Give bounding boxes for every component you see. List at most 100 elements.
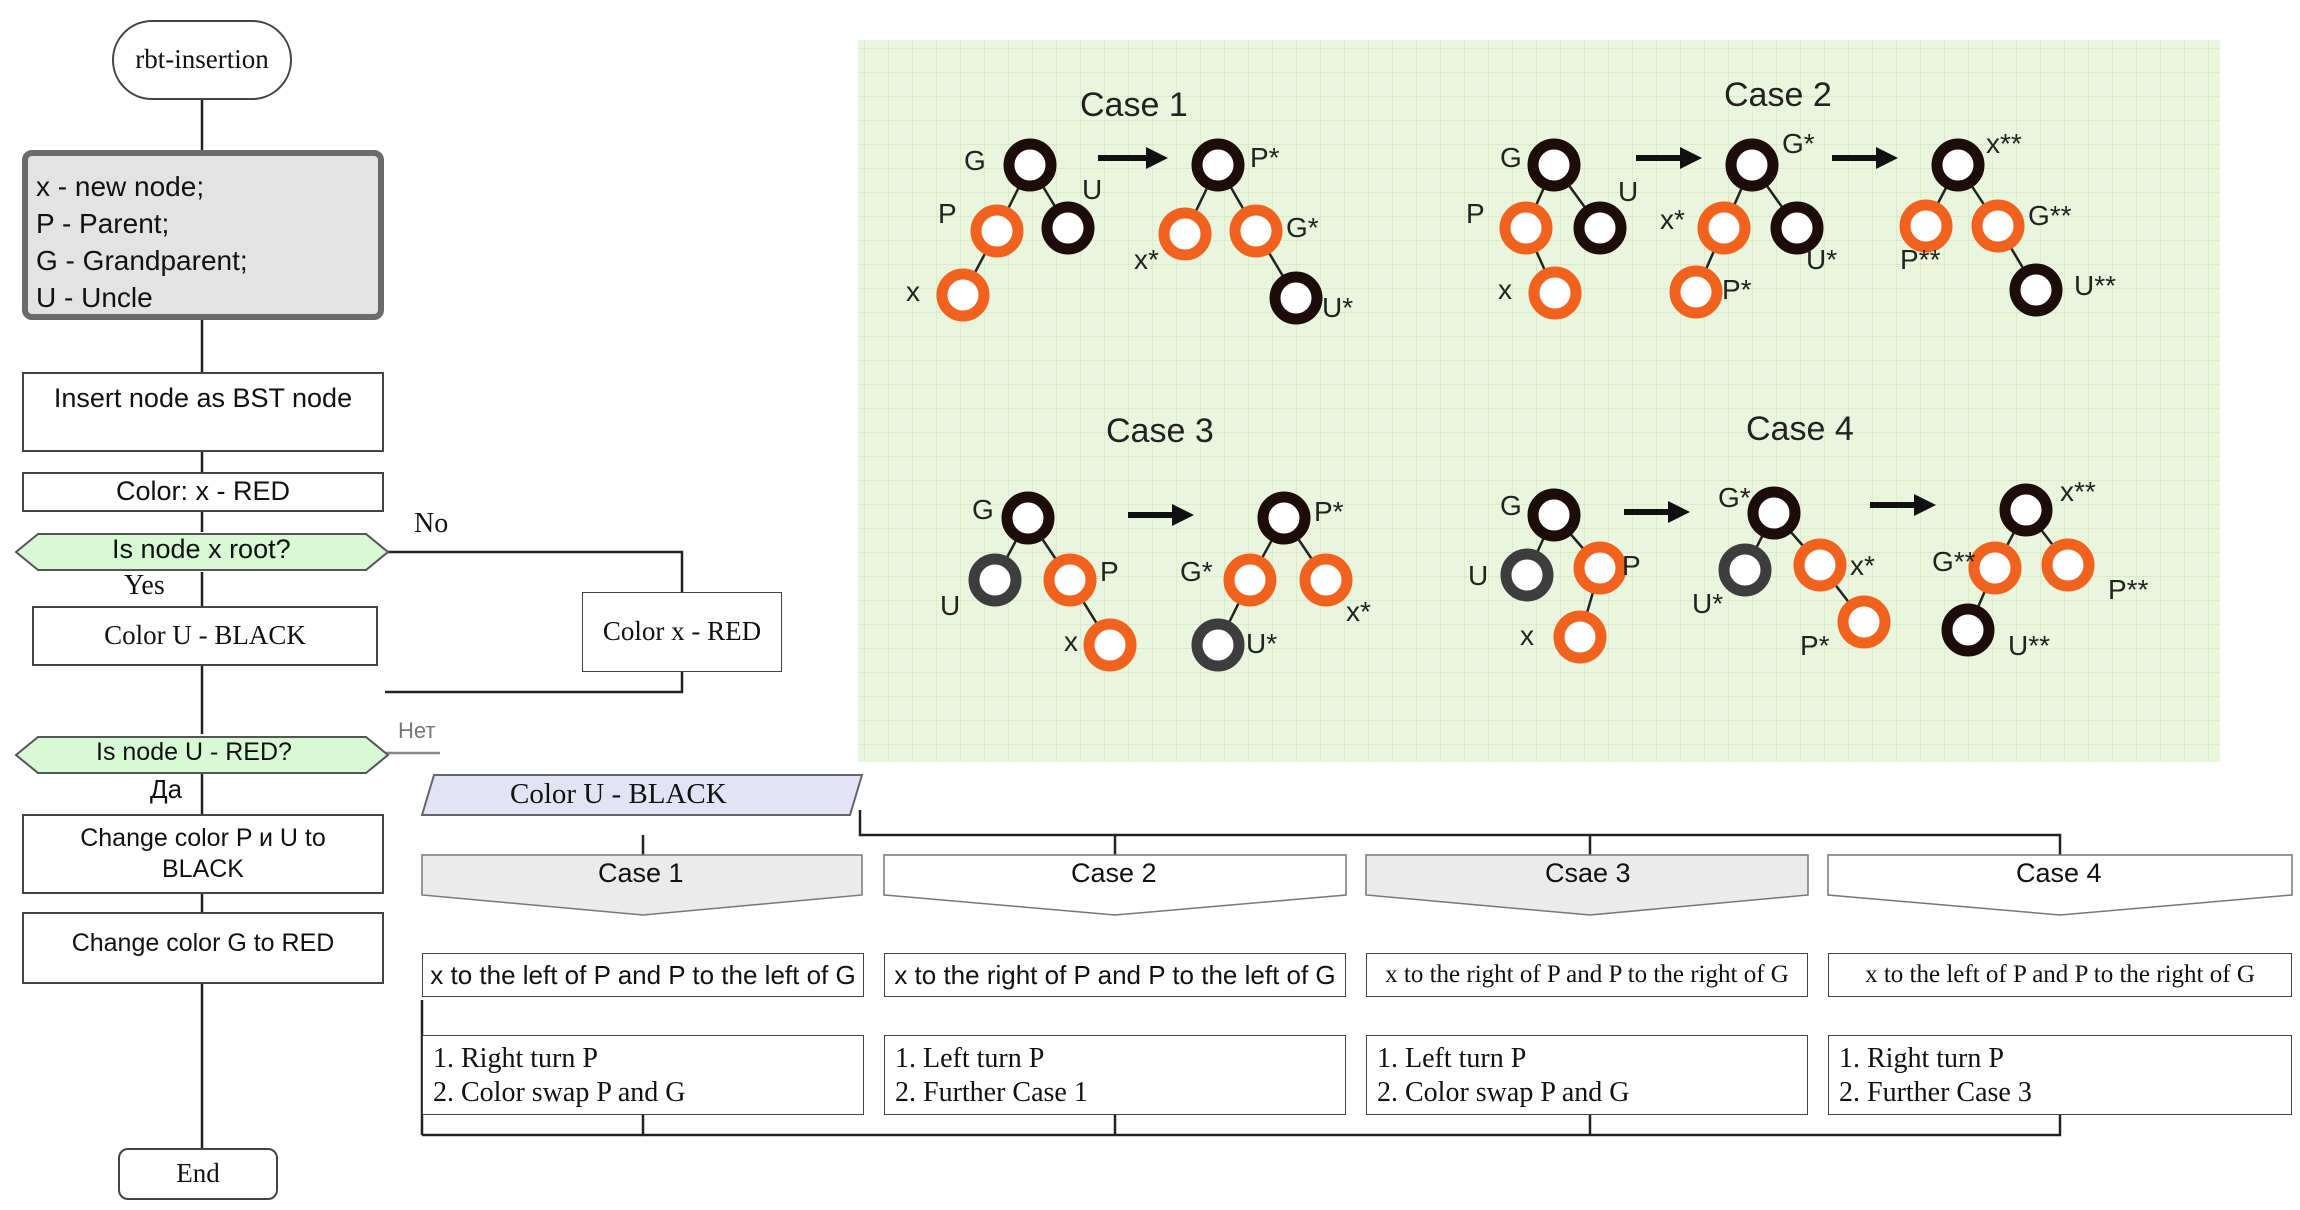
node-label: G* <box>1718 482 1751 513</box>
black-node <box>1931 138 1985 192</box>
color-x-red-box: Color: x - RED <box>22 472 384 512</box>
red-node <box>1899 199 1953 253</box>
case-2-condition: x to the right of P and P to the left of… <box>884 953 1346 997</box>
legend-line: P - Parent; <box>36 208 170 239</box>
black-node <box>1269 271 1323 325</box>
rbt-case-trees <box>936 138 2095 672</box>
node-label: G <box>1500 490 1522 521</box>
color-x-red-right-box: Color x - RED <box>582 592 782 672</box>
case-1-step: 2. Color swap P and G <box>433 1077 686 1108</box>
case-3-step: 1. Left turn P <box>1377 1043 1527 1074</box>
black-node <box>1718 543 1772 597</box>
decision-is-root-label: Is node x root? <box>112 534 291 564</box>
legend-box: x - new node; P - Parent; G - Grandparen… <box>22 150 384 320</box>
arrow-head <box>1668 501 1690 523</box>
black-node <box>1500 548 1554 602</box>
black-node <box>1941 603 1995 657</box>
node-label: G* <box>1286 212 1319 243</box>
case-1-condition-label: x to the left of P and P to the left of … <box>430 959 856 990</box>
node-label: G** <box>1932 546 1976 577</box>
case-4-step: 2. Further Case 3 <box>1839 1077 2032 1108</box>
color-x-red-right-label: Color x - RED <box>602 616 762 647</box>
node-label: G* <box>1782 128 1815 159</box>
flow-connectors <box>200 100 2062 1148</box>
node-label: x <box>906 276 920 307</box>
color-u-black-branch-label: Color U - BLACK <box>510 778 727 810</box>
node-label: G <box>972 494 994 525</box>
black-node <box>1041 201 1095 255</box>
node-label: P* <box>1250 142 1280 173</box>
node-label: x* <box>1850 550 1875 581</box>
red-node <box>1793 538 1847 592</box>
red-node <box>1223 553 1277 607</box>
end-label: End <box>176 1158 220 1189</box>
black-node <box>1747 486 1801 540</box>
node-label: P <box>1622 550 1641 581</box>
node-label: P* <box>1722 274 1752 305</box>
node-label: x <box>1520 620 1534 651</box>
node-label: P* <box>1314 496 1344 527</box>
legend-line: U - Uncle <box>36 282 153 313</box>
insert-bst-label: Insert node as BST node <box>53 383 353 413</box>
black-node <box>968 553 1022 607</box>
node-label: U <box>1082 174 1103 205</box>
node-label: G <box>964 145 986 176</box>
case-3-condition: x to the right of P and P to the right o… <box>1366 953 1808 997</box>
case-4-condition-label: x to the left of P and P to the right of… <box>1865 961 2255 989</box>
change-p-u-box: Change color P и U to BLACK <box>22 814 384 894</box>
change-p-u-label: Change color P и U to BLACK <box>80 823 326 883</box>
red-node <box>2041 538 2095 592</box>
case-2-step: 1. Left turn P <box>895 1043 1045 1074</box>
case-1-header: Case 1 <box>598 858 684 888</box>
no-label: No <box>414 508 449 539</box>
node-label: U** <box>2074 270 2117 301</box>
node-label: x** <box>2060 476 2096 507</box>
case-2-header: Case 2 <box>1071 858 1157 888</box>
arrow-head <box>1680 147 1702 169</box>
black-node <box>1001 491 1055 545</box>
node-label: U* <box>1692 588 1724 619</box>
case-3-header: Csae 3 <box>1545 858 1631 888</box>
red-node <box>1528 266 1582 320</box>
node-label: U <box>1618 176 1639 207</box>
case-1-step: 1. Right turn P <box>433 1043 598 1074</box>
start-terminal: rbt-insertion <box>112 20 292 100</box>
black-node <box>1527 138 1581 192</box>
node-label: G* <box>1180 556 1213 587</box>
node-label: x* <box>1346 596 1371 627</box>
red-node <box>1669 265 1723 319</box>
case-3-step: 2. Color swap P and G <box>1377 1077 1630 1108</box>
arrow-head <box>1146 147 1168 169</box>
node-label: P <box>938 198 957 229</box>
red-node <box>1697 201 1751 255</box>
net-label: Нет <box>398 718 436 743</box>
diagram-case-2-title: Case 2 <box>1724 76 1832 114</box>
color-u-black-left-box: Color U - BLACK <box>32 606 378 666</box>
black-node <box>1573 201 1627 255</box>
node-label: U* <box>1246 628 1278 659</box>
decision-is-u-red-label: Is node U - RED? <box>96 738 292 766</box>
decision-is-u-red <box>14 736 390 774</box>
color-x-red-label: Color: x - RED <box>115 476 291 507</box>
node-label: x** <box>1986 128 2022 159</box>
node-label: P <box>1100 556 1119 587</box>
color-u-black-parallelogram <box>420 774 864 816</box>
case-2-step: 2. Further Case 1 <box>895 1077 1088 1108</box>
case-1-condition: x to the left of P and P to the left of … <box>422 953 864 997</box>
red-node <box>1229 204 1283 258</box>
end-terminal: End <box>118 1148 278 1200</box>
node-label: x <box>1064 626 1078 657</box>
node-label: U* <box>1322 292 1354 323</box>
change-g-box: Change color G to RED <box>22 912 384 984</box>
red-node <box>1299 553 1353 607</box>
node-label: x* <box>1134 244 1159 275</box>
diagram-case-3-title: Case 3 <box>1106 412 1214 450</box>
case-2-condition-label: x to the right of P and P to the left of… <box>894 959 1336 990</box>
black-node <box>1999 483 2053 537</box>
start-label: rbt-insertion <box>135 44 269 75</box>
red-node <box>970 204 1024 258</box>
case-3-condition-label: x to the right of P and P to the right o… <box>1385 961 1789 989</box>
black-node <box>1191 138 1245 192</box>
